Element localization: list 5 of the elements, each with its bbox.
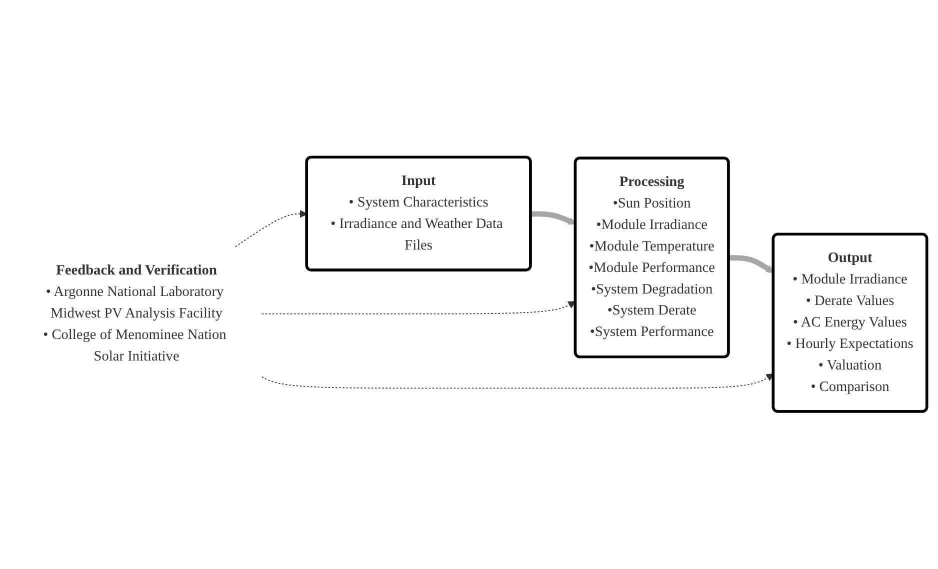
node-text: Feedback and Verification • Argonne National Laboratory Midwest PV Analysis Facility • College of Menominee Nation Solar Initiative	[43, 263, 226, 364]
arrow	[261, 374, 774, 389]
flowchart: Input • System Characteristics • Irradiance and Weather Data Files Processing •Sun Position •Module Irradiance •Module Temperature •Module Performance •System Degradation •System Derate •System Performance Output • Module Irradiance • Derate Values • AC Energy Values • Hourly Expectations • Valuation • Comparison Feedback and Verification • Argonne National Laboratory Midwest PV Analysis Facility • College of Menominee Nation Solar Initiative	[4, 150, 934, 419]
arrow	[728, 255, 774, 274]
arrow	[235, 210, 308, 248]
